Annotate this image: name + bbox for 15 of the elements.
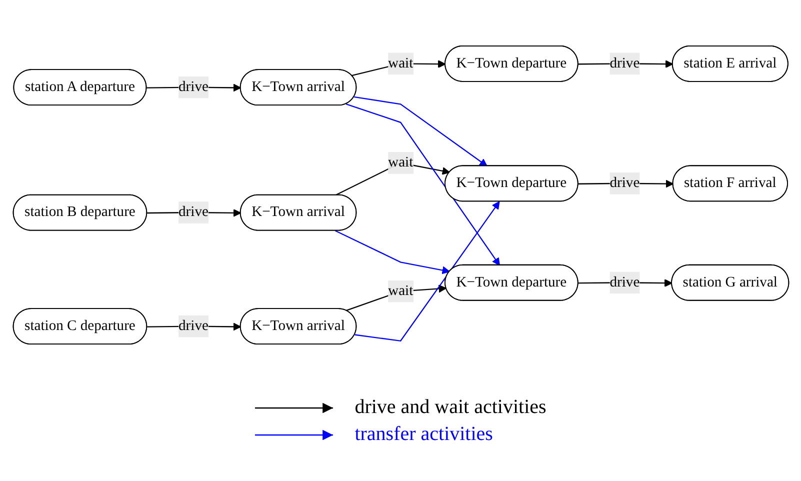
edge-label: wait: [388, 283, 413, 299]
edge-label: wait: [388, 55, 413, 71]
edge-label: wait: [388, 154, 413, 170]
edge-label: drive: [178, 318, 208, 334]
edge-label: drive: [609, 55, 640, 71]
edge-label: drive: [609, 175, 640, 191]
legend-text: transfer activities: [354, 423, 493, 446]
legend-text: drive and wait activities: [354, 396, 546, 419]
arrow: [334, 230, 450, 274]
edge-label: drive: [178, 79, 208, 95]
edge-label: drive: [178, 204, 208, 220]
edge-label: drive: [609, 274, 640, 290]
arrow: [354, 201, 500, 342]
arrow: [354, 96, 487, 166]
arrow: [345, 103, 500, 266]
